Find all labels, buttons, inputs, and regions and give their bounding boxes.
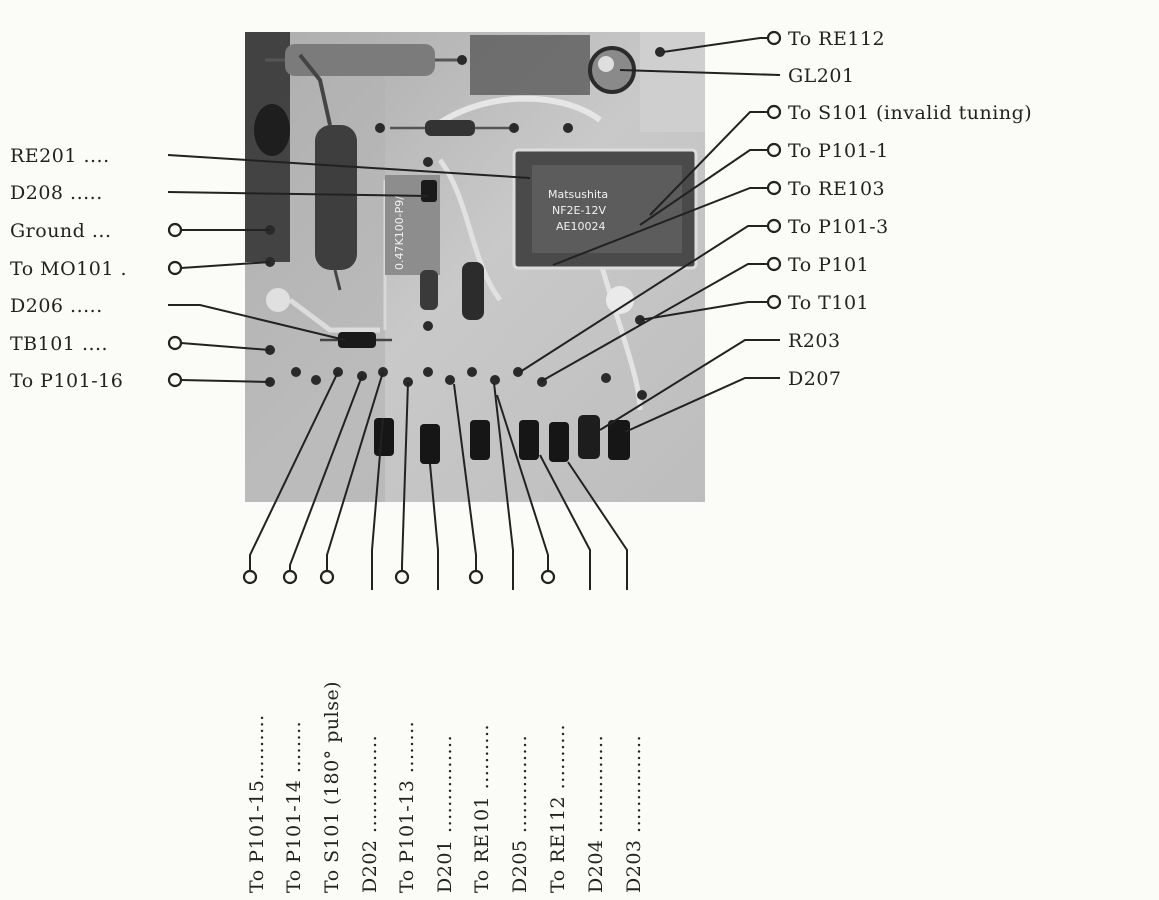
label-to-re112: To RE112 [788,28,885,50]
label-to-t101: To T101 [788,292,869,314]
diode-d205-body [470,420,490,460]
right-labels: To RE112 GL201 To S101 (invalid tuning) … [788,28,1032,390]
terminal-p101-1 [766,142,782,158]
label-r203: R203 [788,330,841,352]
electrolytic-capacitor [315,125,357,270]
terminal-p101-16 [167,372,183,388]
diode-d207-body [608,420,630,460]
resistor-r203-body [578,415,600,459]
relay-re201: Matsushita NF2E-12V AE10024 [512,148,698,270]
dark-region-top [470,35,590,95]
label-to-p101-16: To P101-16 [10,370,123,392]
mounting-hole [606,286,634,314]
capacitor-label: 0.47K100-P9/ [393,196,406,270]
label-to-re112-bottom: To RE112 .......... [547,724,569,893]
label-gl201: GL201 [788,65,855,87]
terminal-circles [167,30,782,585]
terminal-t101 [766,294,782,310]
resistor-vertical [420,270,438,310]
diode-d203-body [549,422,569,462]
label-to-s101-180: To S101 (180° pulse) [321,681,343,893]
label-d205: D205 ............... [509,735,531,893]
relay-code: AE10024 [556,220,605,233]
terminal-tb101 [167,335,183,351]
label-d208: D208 ..... [10,182,103,204]
diode-d206-body [338,332,376,348]
terminal-p101-3 [766,218,782,234]
label-to-p101-15: To P101-15.......... [246,714,268,893]
circuit-board-photo: 0.47K100-P9/ Matsushita NF2E-12V AE10024 [245,32,705,502]
label-to-p101-3: To P101-3 [788,216,889,238]
label-d204: D204 ............... [585,735,607,893]
terminal-re112 [766,30,782,46]
diode-d202-body [374,418,394,456]
power-resistor [285,44,435,76]
terminal-mo101 [167,260,183,276]
label-d202: D202 ............... [359,735,381,893]
terminal-re101 [468,569,484,585]
diode-d201-body [420,424,440,464]
label-d207: D207 [788,368,842,390]
label-d203: D203 ............... [623,735,645,893]
label-to-p101-13: To P101-13 ........ [396,721,418,893]
label-d201: D201 ............... [434,735,456,893]
diode-d208-body [421,180,437,202]
label-to-p101-14: To P101-14 ........ [283,721,305,893]
resistor-vertical [462,262,484,320]
leader-lines [167,37,781,590]
bottom-labels: To P101-15.......... To P101-14 ........… [246,681,645,893]
terminal-p101 [766,256,782,272]
mounting-hole [266,288,290,312]
label-d206: D206 ..... [10,295,103,317]
terminal-ground [167,222,183,238]
label-tb101: TB101 .... [10,333,108,355]
label-re201: RE201 .... [10,145,110,167]
label-to-p101-1: To P101-1 [788,140,889,162]
relay-brand: Matsushita [548,188,608,201]
label-to-re101: To RE101 .......... [471,724,493,893]
label-to-re103: To RE103 [788,178,885,200]
terminal-p101-14 [282,569,298,585]
terminal-s101-180 [319,569,335,585]
terminal-p101-15 [242,569,258,585]
left-labels: RE201 .... D208 ..... Ground ... To MO10… [10,145,127,392]
label-ground: Ground ... [10,220,112,242]
resistor-top [425,120,475,136]
terminal-s101-invalid [766,104,782,120]
diode-d204-body [519,420,539,460]
terminal-re112-bottom [540,569,556,585]
label-to-mo101: To MO101 . [10,258,127,280]
relay-model: NF2E-12V [552,204,606,217]
terminal-p101-13 [394,569,410,585]
terminal-re103 [766,180,782,196]
label-to-p101: To P101 [788,254,869,276]
label-to-s101-invalid: To S101 (invalid tuning) [788,102,1032,124]
